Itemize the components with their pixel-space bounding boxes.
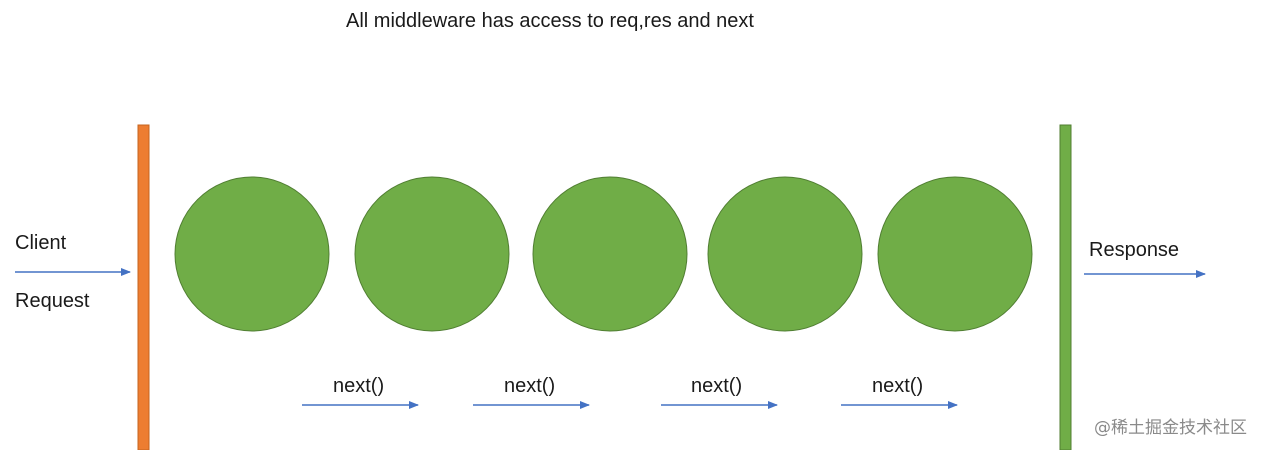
next-label: next() — [872, 375, 924, 397]
middleware-circle — [532, 176, 688, 332]
middleware-circle — [877, 176, 1033, 332]
response-label: Response — [1089, 239, 1180, 261]
middleware-circle — [354, 176, 510, 332]
next-label: next() — [333, 375, 385, 397]
client-boundary-bar — [137, 124, 150, 450]
request-label: Request — [15, 290, 90, 312]
next-label: next() — [691, 375, 743, 397]
middleware-circle — [707, 176, 863, 332]
watermark: @稀土掘金技术社区 — [1094, 418, 1247, 438]
middleware-circle — [174, 176, 330, 332]
response-boundary-bar — [1059, 124, 1072, 450]
diagram-title: All middleware has access to req,res and… — [346, 10, 754, 32]
next-label: next() — [504, 375, 556, 397]
client-label: Client — [15, 232, 67, 254]
